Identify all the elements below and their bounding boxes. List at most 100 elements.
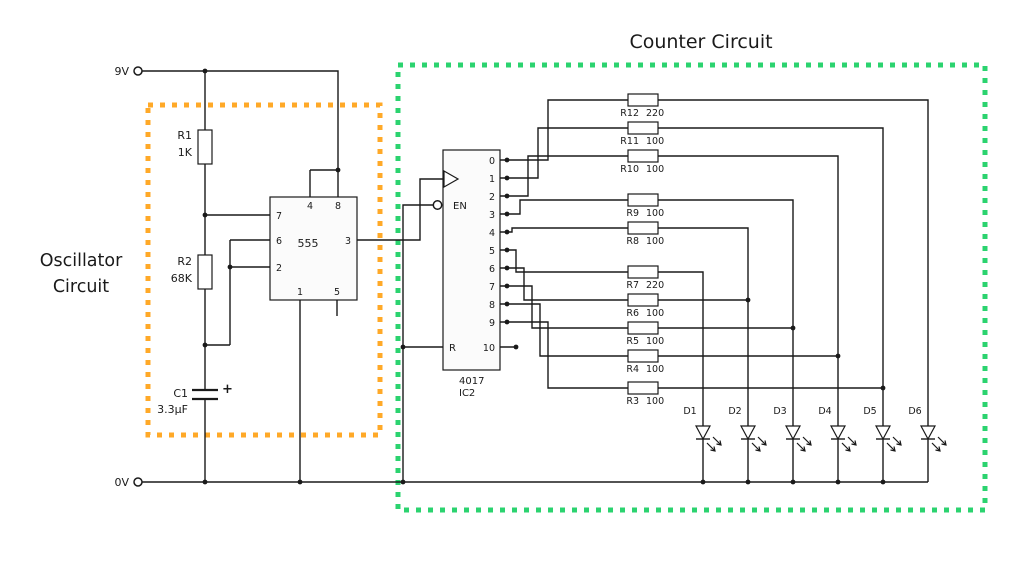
led-d4-label: D4	[818, 406, 831, 417]
555-pin5-label: 5	[334, 287, 340, 298]
output-4-label: 4	[489, 228, 495, 239]
555-pin-wires	[205, 178, 443, 482]
output-8-label: 8	[489, 300, 495, 311]
ic-555-timer: 555 7 6 2 4 8 3 1 5	[269, 196, 358, 301]
r12-name: R12	[620, 108, 639, 119]
555-body	[269, 196, 358, 301]
led-d2-label: D2	[728, 406, 741, 417]
ic-4017-counter: EN R 10 4017 IC2 0 1 2 3 4 5 6 7 8 9	[432, 149, 501, 399]
555-pin4-label: 4	[307, 201, 313, 212]
resistor-r4	[627, 349, 659, 363]
4017-ref: IC2	[459, 388, 475, 399]
output-7-label: 7	[489, 282, 495, 293]
led-d4-icon	[830, 419, 857, 483]
r3-value: 100	[646, 396, 664, 407]
r5-name: R5	[626, 336, 639, 347]
counter-title: Counter Circuit	[629, 31, 772, 53]
resistor-r8	[627, 221, 659, 235]
c1-name: C1	[173, 387, 188, 400]
9v-rail-wire	[142, 70, 339, 197]
0v-label: 0V	[114, 476, 129, 489]
output-0-label: 0	[489, 156, 495, 167]
resistor-r10	[627, 149, 659, 163]
oscillator-title-line1: Oscillator	[40, 251, 123, 271]
oscillator-wires	[192, 71, 443, 482]
resistor-r2	[197, 254, 213, 290]
resistor-r9	[627, 193, 659, 207]
led-d1-label: D1	[683, 406, 696, 417]
resistor-r7	[627, 265, 659, 279]
junction-dots	[202, 68, 886, 485]
led-d2-icon	[740, 419, 767, 483]
9v-terminal	[133, 66, 143, 76]
r12-value: 220	[646, 108, 664, 119]
led-d6-icon	[920, 419, 947, 483]
c1-value: 3.3µF	[157, 403, 188, 416]
output-1-label: 1	[489, 174, 495, 185]
carry-pin-label: 10	[483, 343, 495, 354]
counter-wires	[402, 99, 929, 482]
resistor-r1	[197, 129, 213, 165]
r1-name: R1	[177, 129, 192, 142]
led-d1-icon	[695, 419, 722, 483]
led-d5-label: D5	[863, 406, 876, 417]
r9-value: 100	[646, 208, 664, 219]
r7-name: R7	[626, 280, 639, 291]
enable-inverter-bubble-icon	[432, 200, 443, 210]
led-d5-icon	[875, 419, 902, 483]
c1-polarity-mark: +	[222, 382, 233, 397]
output-5-label: 5	[489, 246, 495, 257]
r1-value: 1K	[178, 146, 193, 159]
r6-name: R6	[626, 308, 639, 319]
555-pin2-label: 2	[276, 263, 282, 274]
output-6-label: 6	[489, 264, 495, 275]
resistor-r6	[627, 293, 659, 307]
r10-name: R10	[620, 164, 639, 175]
r4-name: R4	[626, 364, 639, 375]
4017-body	[442, 149, 501, 371]
r2-name: R2	[177, 255, 192, 268]
resistor-bank: R12 220 R11 100 R10 100 R9 100 R8 100 R7…	[620, 93, 664, 407]
output-3-label: 3	[489, 210, 495, 221]
r5-value: 100	[646, 336, 664, 347]
resistor-r5	[627, 321, 659, 335]
r11-name: R11	[620, 136, 639, 147]
555-pin7-label: 7	[276, 211, 282, 222]
resistor-to-led-wires	[658, 99, 929, 420]
resistor-r3	[627, 381, 659, 395]
555-label: 555	[298, 237, 319, 250]
r8-name: R8	[626, 236, 639, 247]
r11-value: 100	[646, 136, 664, 147]
r6-value: 100	[646, 308, 664, 319]
led-d6-label: D6	[908, 406, 921, 417]
4017-name: 4017	[459, 376, 484, 387]
power-rails: 9V 0V	[114, 65, 928, 489]
r2-value: 68K	[171, 272, 193, 285]
clock-input-triangle-icon	[443, 169, 460, 189]
led-d3-label: D3	[773, 406, 786, 417]
oscillator-circuit-boundary	[145, 102, 383, 438]
reset-pin-label: R	[449, 343, 456, 354]
c1-capacitor-plates	[192, 388, 218, 401]
555-pin3-label: 3	[345, 236, 351, 247]
555-pin6-label: 6	[276, 236, 282, 247]
r7-value: 220	[646, 280, 664, 291]
resistor-r11	[627, 121, 659, 135]
555-pin8-label: 8	[335, 201, 341, 212]
led-row: D1 D2 D3 D4 D5 D6	[683, 406, 947, 483]
9v-label: 9V	[114, 65, 129, 78]
r9-name: R9	[626, 208, 639, 219]
output-9-label: 9	[489, 318, 495, 329]
0v-terminal	[133, 477, 143, 487]
r3-name: R3	[626, 396, 639, 407]
resistor-r12	[627, 93, 659, 107]
r4-value: 100	[646, 364, 664, 375]
output-fanout-wires	[500, 99, 628, 389]
output-2-label: 2	[489, 192, 495, 203]
555-pin1-label: 1	[297, 287, 303, 298]
oscillator-title-line2: Circuit	[53, 277, 109, 297]
r10-value: 100	[646, 164, 664, 175]
enable-pin-label: EN	[453, 201, 467, 212]
